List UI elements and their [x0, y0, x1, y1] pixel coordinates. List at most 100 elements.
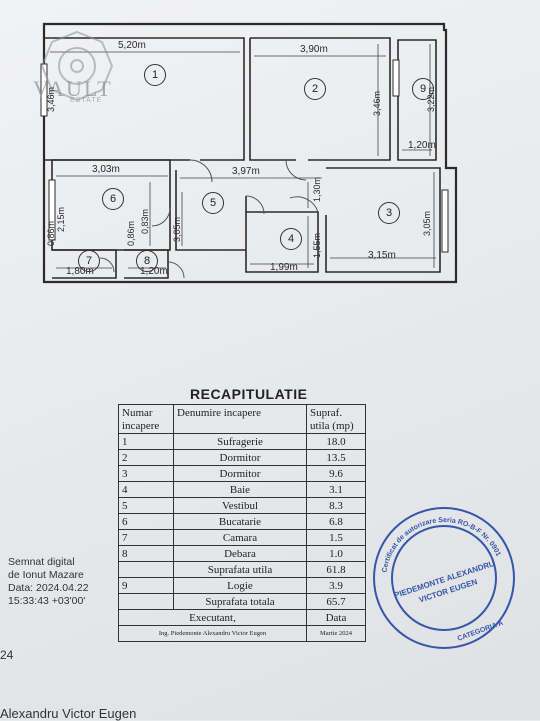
executant-name: Ing. Piedemonte Alexandru Victor Eugen	[118, 625, 307, 642]
dim-label: 1,55m	[312, 232, 322, 258]
total-label: Suprafata totala	[173, 593, 307, 610]
cell-nr: 3	[118, 465, 174, 482]
dim-label: 0,86m	[46, 220, 56, 246]
cell-area: 3.1	[306, 481, 366, 498]
cell-name: Bucatarie	[173, 513, 307, 530]
table-header-row: Numar incapere Denumire incapere Supraf.…	[118, 404, 366, 434]
dim-label: 1,80m	[66, 266, 94, 277]
dim-label: 3,05m	[172, 216, 182, 242]
room-number: 4	[280, 228, 302, 250]
total-value: 65.7	[306, 593, 366, 610]
dim-label: 1,20m	[408, 140, 436, 151]
vault-logo-icon	[40, 30, 114, 102]
recap-table: Numar incapere Denumire incapere Supraf.…	[118, 404, 366, 642]
dim-label: 1,30m	[312, 176, 322, 202]
page-number: 24	[0, 648, 14, 662]
cell-name: Vestibul	[173, 497, 307, 514]
subtotal-value: 61.8	[306, 561, 366, 578]
cell-area: 8.3	[306, 497, 366, 514]
subtotal-label: Suprafata utila	[173, 561, 307, 578]
dim-label: 1,20m	[140, 266, 168, 277]
cell-name: Dormitor	[173, 465, 307, 482]
room-number: 1	[144, 64, 166, 86]
cell-nr: 9	[118, 577, 174, 594]
room-number: 2	[304, 78, 326, 100]
authorization-stamp-icon: Certificat de autorizare Seria RO-B-F Nr…	[373, 507, 515, 649]
cell-name: Baie	[173, 481, 307, 498]
dim-label: 0,86m	[126, 220, 136, 246]
signature-line: Semnat digital	[8, 556, 75, 568]
cell-area: 13.5	[306, 449, 366, 466]
cell-name: Debara	[173, 545, 307, 562]
room-number: 6	[102, 188, 124, 210]
col-header: Denumire incapere	[173, 404, 307, 434]
watermark-sub: ESTATE	[70, 97, 103, 104]
signature-line: Data: 2024.04.22	[8, 582, 89, 594]
dim-label: 3,90m	[300, 44, 328, 55]
room-number: 5	[202, 192, 224, 214]
watermark-name: VAULT	[33, 76, 113, 101]
wall-room-9	[397, 39, 437, 161]
col-header: Supraf. utila (mp)	[306, 404, 366, 434]
room-number: 7	[78, 250, 100, 272]
dim-label: 1,99m	[270, 262, 298, 273]
dim-label: 3,46m	[46, 86, 56, 112]
wall-room-3	[325, 167, 441, 273]
dim-label: 3,97m	[232, 166, 260, 177]
cell-area: 3.9	[306, 577, 366, 594]
cell-nr: 6	[118, 513, 174, 530]
cell-area: 18.0	[306, 433, 366, 450]
room-number: 8	[136, 250, 158, 272]
digital-signature: Semnat digital de Ionut Mazare Data: 202…	[8, 556, 89, 608]
cell-nr: 4	[118, 481, 174, 498]
dim-label: 3,05m	[422, 210, 432, 236]
cell-nr: 5	[118, 497, 174, 514]
cell-nr: 2	[118, 449, 174, 466]
cell-area: 9.6	[306, 465, 366, 482]
date-value: Martie 2024	[306, 625, 366, 642]
dim-label: 0,83m	[140, 208, 150, 234]
dim-label: 5,20m	[118, 40, 146, 51]
room-number: 3	[378, 202, 400, 224]
cell-area: 1.5	[306, 529, 366, 546]
cell-nr: 8	[118, 545, 174, 562]
cell-name: Sufragerie	[173, 433, 307, 450]
signature-line: de Ionut Mazare	[8, 569, 84, 581]
dim-label: 2,15m	[56, 206, 66, 232]
cell-name: Logie	[173, 577, 307, 594]
wall-room-4	[245, 211, 319, 273]
wall-room-5	[175, 170, 247, 251]
data-label: Data	[306, 609, 366, 626]
outer-wall	[42, 22, 458, 284]
bottom-text: Alexandru Victor Eugen	[0, 706, 137, 721]
cell-area: 6.8	[306, 513, 366, 530]
cell-name: Dormitor	[173, 449, 307, 466]
dim-label: 3,15m	[368, 250, 396, 261]
wall-room-2	[249, 37, 391, 161]
cell-nr: 7	[118, 529, 174, 546]
dim-label: 3,46m	[372, 90, 382, 116]
recap-title: RECAPITULATIE	[190, 386, 308, 402]
executant-row: Executant,Data	[118, 609, 366, 626]
room-number: 9	[412, 78, 434, 100]
cell-area: 1.0	[306, 545, 366, 562]
col-header: Numar incapere	[118, 404, 174, 434]
cell-name: Camara	[173, 529, 307, 546]
signature-line: 15:33:43 +03'00'	[8, 595, 86, 607]
cell-nr: 1	[118, 433, 174, 450]
executant-label: Executant,	[118, 609, 307, 626]
floor-plan	[40, 22, 458, 284]
